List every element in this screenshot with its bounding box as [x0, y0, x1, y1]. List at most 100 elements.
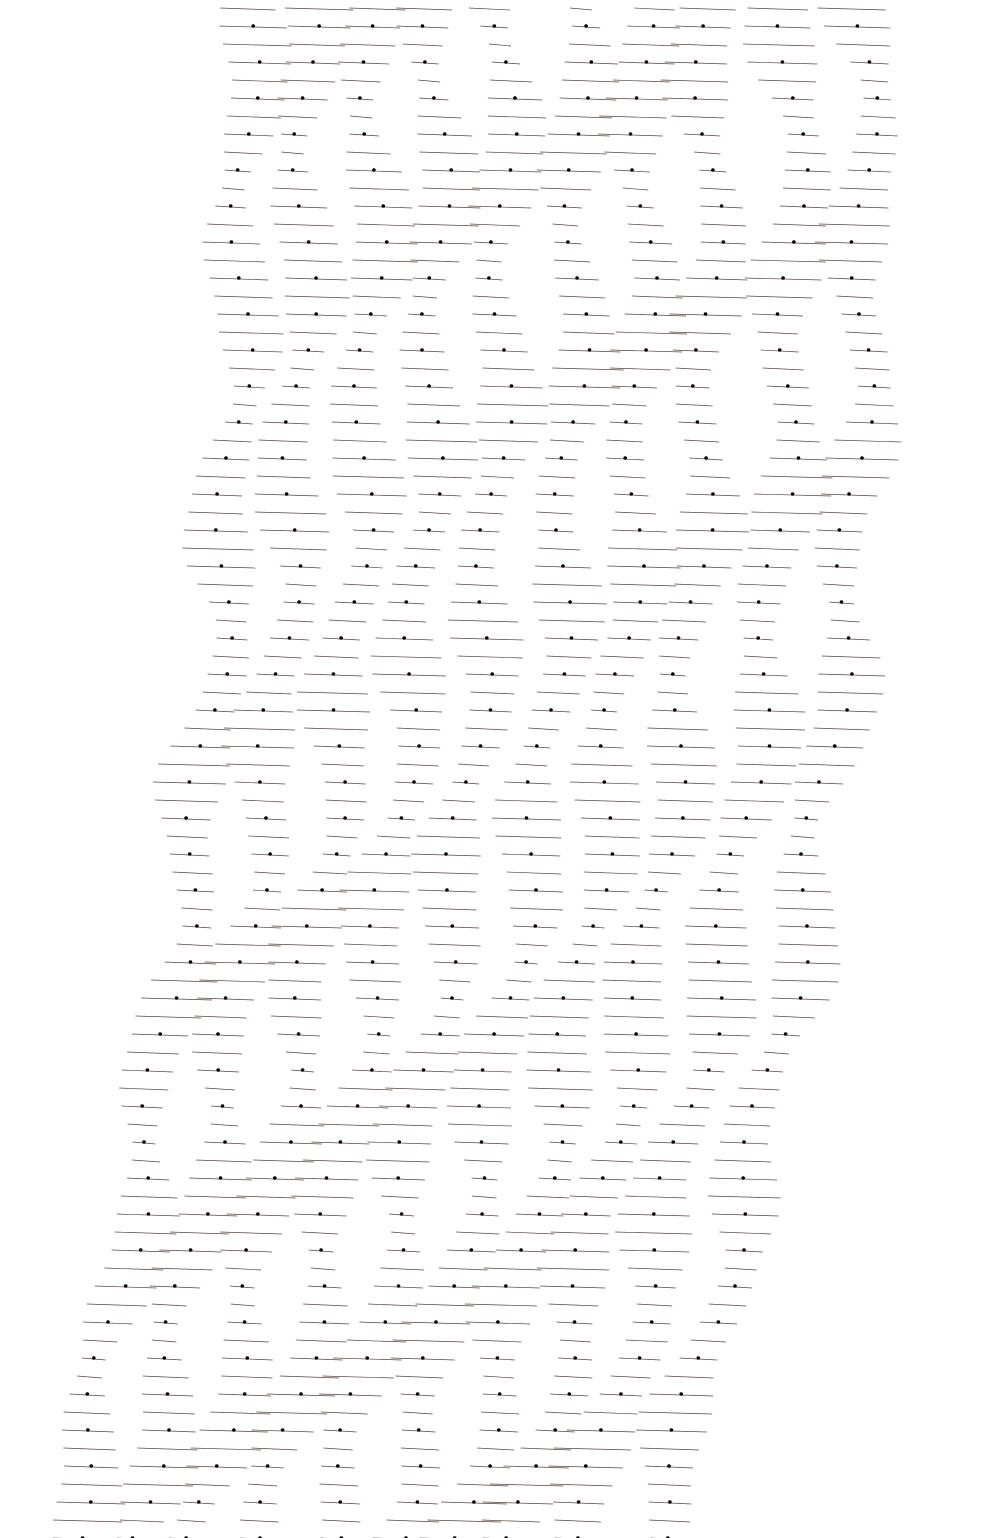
mesh-vertex	[338, 1428, 342, 1432]
mesh-vertex	[255, 744, 260, 748]
mesh-vertex	[601, 1176, 605, 1180]
mesh-ring	[482, 367, 535, 371]
mesh-vertex	[525, 780, 530, 784]
mesh-vertex	[174, 996, 179, 1000]
mesh-ring	[538, 547, 581, 551]
mesh-vertex	[162, 1356, 167, 1360]
mesh-vertex	[228, 204, 233, 208]
mesh-ring	[528, 1087, 593, 1091]
mesh-ring	[210, 1411, 271, 1415]
mesh-ring	[256, 1411, 328, 1415]
mesh-ring	[561, 79, 620, 83]
mesh-ring	[392, 1339, 465, 1343]
mesh-ring	[457, 655, 523, 659]
mesh-vertex	[778, 528, 782, 532]
mesh-ring	[347, 871, 412, 875]
red-tube	[0, 0, 902, 1538]
mesh-vertex	[733, 1284, 737, 1288]
mesh-vertex	[195, 924, 199, 928]
mesh-ring	[404, 547, 441, 551]
mesh-ring	[53, 1519, 123, 1523]
mesh-vertex	[644, 348, 648, 352]
mesh-ring	[662, 619, 706, 623]
mesh-vertex	[92, 1356, 96, 1360]
mesh-ring	[569, 7, 592, 11]
mesh-vertex	[480, 1068, 485, 1072]
mesh-ring	[280, 79, 336, 83]
mesh-ring	[63, 1447, 116, 1451]
mesh-vertex	[251, 24, 255, 28]
mesh-ring	[328, 619, 367, 623]
mesh-vertex	[761, 672, 766, 676]
mesh-vertex	[642, 564, 646, 568]
mesh-vertex	[714, 924, 718, 928]
mesh-ring	[762, 367, 804, 371]
mesh-vertex	[489, 492, 493, 496]
mesh-ring	[627, 1267, 683, 1271]
mesh-ring	[465, 727, 508, 731]
mesh-ring	[338, 1087, 393, 1091]
mesh-ring	[401, 367, 449, 371]
mesh-vertex	[632, 384, 637, 388]
mesh-vertex	[479, 1140, 484, 1144]
mesh-ring	[549, 403, 610, 407]
mesh-vertex	[791, 96, 795, 100]
mesh-ring	[322, 1375, 394, 1379]
mesh-ring	[821, 475, 890, 479]
mesh-vertex	[436, 420, 440, 424]
mesh-vertex	[602, 708, 606, 712]
mesh-ring	[538, 475, 576, 479]
mesh-ring	[405, 1051, 459, 1055]
mesh-ring	[323, 1447, 353, 1451]
mesh-vertex	[584, 1212, 588, 1216]
mesh-ring	[854, 367, 890, 371]
mesh-ring	[636, 907, 661, 911]
mesh-ring	[659, 655, 691, 659]
mesh-ring	[151, 1303, 187, 1307]
mesh-ring	[538, 619, 605, 623]
mesh-ring	[199, 979, 265, 983]
mesh-vertex	[792, 240, 796, 244]
mesh-ring	[527, 1051, 588, 1055]
mesh-vertex	[516, 1500, 520, 1504]
mesh-vertex	[284, 420, 288, 424]
mesh-ring	[830, 619, 860, 623]
mesh-ring	[750, 259, 826, 263]
mesh-vertex	[669, 1428, 674, 1432]
mesh-vertex	[242, 1392, 247, 1396]
mesh-ring	[256, 475, 311, 479]
mesh-vertex	[786, 384, 790, 388]
mesh-ring	[818, 223, 890, 227]
mesh-ring	[495, 835, 562, 839]
mesh-vertex	[268, 852, 272, 856]
mesh-vertex	[651, 24, 656, 28]
mesh-ring	[631, 295, 683, 299]
mesh-vertex	[701, 24, 705, 28]
mesh-vertex	[576, 1500, 581, 1504]
mesh-vertex	[188, 1248, 193, 1252]
mesh-vertex	[529, 852, 533, 856]
mesh-vertex	[719, 204, 724, 208]
mesh-vertex	[371, 528, 376, 532]
mesh-vertex	[474, 564, 478, 568]
mesh-ring	[568, 43, 611, 47]
mesh-ring	[61, 1483, 123, 1487]
mesh-ring	[422, 187, 481, 191]
mesh-ring	[447, 1123, 512, 1127]
mesh-vertex	[850, 672, 854, 676]
mesh-vertex	[361, 60, 366, 64]
mesh-vertex	[775, 24, 780, 28]
mesh-ring	[302, 1159, 363, 1163]
mesh-vertex	[213, 708, 217, 712]
mesh-ring	[158, 763, 230, 767]
mesh-ring	[77, 1375, 102, 1379]
mesh-vertex	[711, 492, 715, 496]
mesh-ring	[290, 367, 315, 371]
mesh-vertex	[591, 924, 595, 928]
mesh-ring	[391, 583, 429, 587]
mesh-ring	[610, 1375, 651, 1379]
mesh-ring	[284, 7, 354, 11]
mesh-vertex	[140, 1104, 144, 1108]
mesh-vertex	[427, 528, 431, 532]
mesh-ring	[223, 727, 296, 731]
